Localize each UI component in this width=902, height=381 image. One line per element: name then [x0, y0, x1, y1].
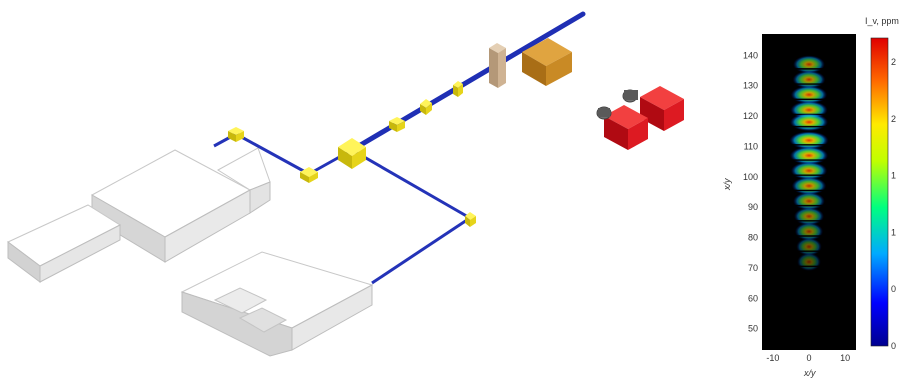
colorbar-tick-label: 1	[891, 171, 896, 181]
y-tick-label: 140	[743, 50, 758, 60]
y-axis-label: x/y	[722, 178, 732, 191]
camera-pair	[596, 86, 684, 150]
camera-front	[596, 105, 648, 150]
colorbar-label: I_v, ppm	[865, 16, 899, 26]
colorbar	[870, 37, 889, 347]
switching-magnet	[338, 138, 366, 169]
quadrupole-2	[420, 99, 432, 115]
heatmap-band-4	[789, 113, 829, 132]
y-tick-label: 120	[743, 111, 758, 121]
colorbar-tick-label: 0	[891, 284, 896, 294]
heatmap-band-13	[797, 252, 821, 271]
building-slab-large	[90, 147, 271, 263]
x-tick-label: -10	[766, 353, 779, 363]
y-tick-label: 100	[743, 172, 758, 182]
y-tick-label: 90	[748, 202, 758, 212]
x-tick-label: 10	[840, 353, 850, 363]
colorbar-tick-label: 2	[891, 114, 896, 124]
collimator-block	[489, 43, 506, 88]
colorbar-tick-label: 0	[891, 341, 896, 351]
y-axis-ticks: 140 130 120 110 100 90 80 70 60 50	[743, 50, 758, 333]
bending-magnet-lower	[300, 167, 318, 183]
beam-line-branch	[351, 148, 471, 220]
y-tick-label: 50	[748, 324, 758, 334]
building-blocks	[7, 147, 374, 357]
beam-line-branch-down	[371, 216, 471, 285]
heatmap-bands	[780, 55, 838, 271]
x-axis-label: x/y	[803, 368, 816, 378]
magnets	[228, 81, 476, 227]
colorbar-ticks: 2 2 1 1 0 0	[891, 57, 896, 351]
x-axis-ticks: -10 0 10	[766, 353, 850, 363]
x-tick-label: 0	[806, 353, 811, 363]
building-slab-left	[7, 204, 122, 283]
building-slab-bottom	[180, 251, 374, 357]
quadrupole-1	[389, 117, 405, 132]
colorbar-tick-label: 1	[891, 227, 896, 237]
y-tick-label: 70	[748, 263, 758, 273]
y-tick-label: 60	[748, 293, 758, 303]
y-tick-label: 80	[748, 233, 758, 243]
quadrupole-3	[453, 81, 463, 97]
y-tick-label: 130	[743, 81, 758, 91]
beam-line-left-diag	[235, 132, 310, 176]
bending-magnet-left	[228, 127, 244, 142]
camera-back	[622, 86, 684, 131]
colorbar-tick-label: 2	[891, 57, 896, 67]
branch-magnet	[465, 212, 476, 227]
y-tick-label: 110	[744, 141, 758, 151]
beamline-scene	[7, 11, 684, 357]
target-box	[522, 38, 572, 86]
